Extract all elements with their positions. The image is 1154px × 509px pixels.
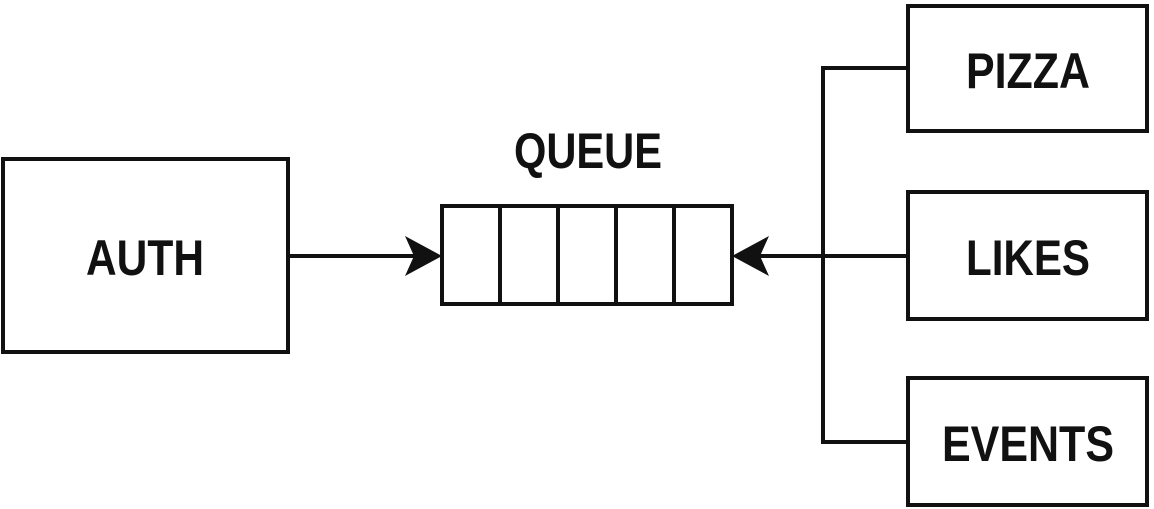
queue-title: QUEUE bbox=[514, 123, 662, 179]
auth-box bbox=[1, 157, 290, 354]
likes-box bbox=[906, 190, 1149, 321]
events-node: EVENTS bbox=[906, 376, 1149, 507]
auth-label: AUTH bbox=[86, 230, 204, 286]
auth-to-queue-arrow bbox=[288, 236, 442, 276]
pizza-box bbox=[906, 4, 1149, 133]
consumer-arrow-head bbox=[732, 236, 769, 276]
likes-node: LIKES bbox=[906, 190, 1149, 321]
events-label: EVENTS bbox=[942, 416, 1114, 472]
queue-box bbox=[440, 204, 734, 306]
pizza-label: PIZZA bbox=[966, 43, 1090, 99]
queue bbox=[440, 204, 734, 306]
consumers-to-queue-arrow bbox=[732, 236, 908, 276]
events-box bbox=[906, 376, 1149, 507]
consumer-bus bbox=[821, 66, 908, 444]
auth-node: AUTH bbox=[1, 157, 290, 354]
pizza-node: PIZZA bbox=[906, 4, 1149, 133]
auth-arrow-head bbox=[405, 236, 442, 276]
likes-label: LIKES bbox=[966, 230, 1090, 286]
